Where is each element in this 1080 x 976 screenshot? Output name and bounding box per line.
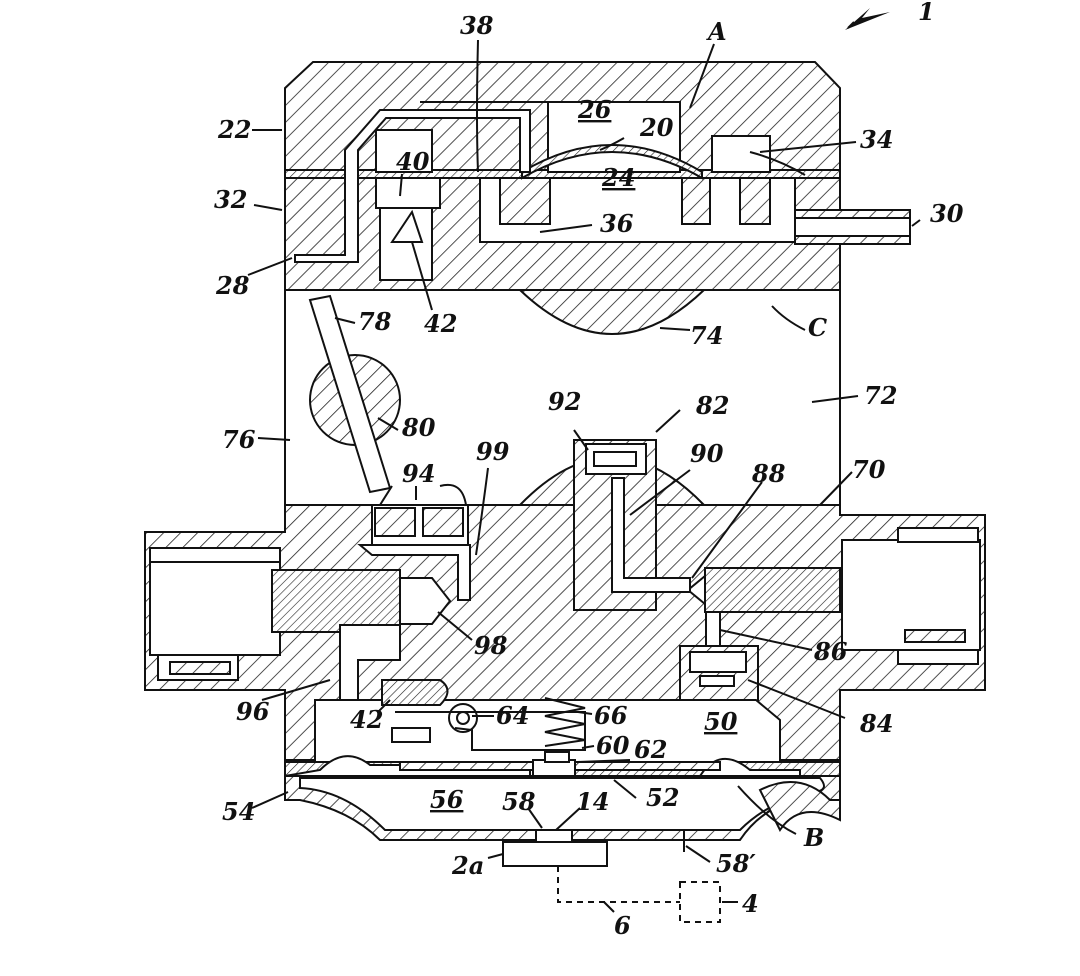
ref-78: 78 [358,307,392,336]
ref-38: 38 [460,11,494,40]
ref-90: 90 [690,439,724,468]
ref-14: 14 [576,787,609,816]
ref-6: 6 [614,911,631,940]
leader-lines [247,21,921,913]
ref-70: 70 [852,455,886,484]
ref-72: 72 [864,381,897,410]
ref-42-lower: 42 [350,705,383,734]
ref-84: 84 [859,709,893,738]
ref-32: 32 [214,185,247,214]
ref-80: 80 [401,413,436,442]
ref-88: 88 [751,459,786,488]
ref-98: 98 [474,631,508,660]
ref-56: 56 [430,785,464,814]
ref-82: 82 [695,391,729,420]
ref-99: 99 [476,437,510,466]
ref-66: 66 [594,701,628,730]
ref-34: 34 [860,125,893,154]
ref-54: 54 [222,797,255,826]
ref-50: 50 [704,707,738,736]
ref-B: B [803,823,824,852]
ref-22: 22 [217,115,251,144]
ref-62: 62 [634,735,667,764]
ref-96: 96 [236,697,270,726]
ref-52: 52 [646,783,679,812]
lower-housing [144,439,986,923]
ref-94: 94 [402,459,435,488]
ref-A: A [706,17,727,46]
ref-58: 58 [502,787,536,816]
ref-92: 92 [548,387,581,416]
ref-76: 76 [222,425,256,454]
ref-36: 36 [600,209,634,238]
ref-20: 20 [639,113,674,142]
ref-58-prime: 58′ [716,849,756,878]
ref-26: 26 [577,95,612,124]
ref-86: 86 [813,637,848,666]
ref-4: 4 [742,889,759,918]
ref-40: 40 [396,147,430,176]
ref-60: 60 [596,731,630,760]
ref-30: 30 [930,199,964,228]
ref-28: 28 [215,271,250,300]
ref-74: 74 [690,321,723,350]
ref-1: 1 [918,0,935,26]
figure-arrow-icon [845,8,890,30]
reference-labels: 1 A 38 26 20 34 22 40 24 32 36 30 28 42 … [214,0,964,940]
ref-C: C [808,313,827,342]
ref-42-upper: 42 [424,309,457,338]
ref-2a: 2a [451,851,484,880]
ref-24: 24 [601,163,635,192]
ref-64: 64 [496,701,529,730]
upper-housing [284,61,911,335]
